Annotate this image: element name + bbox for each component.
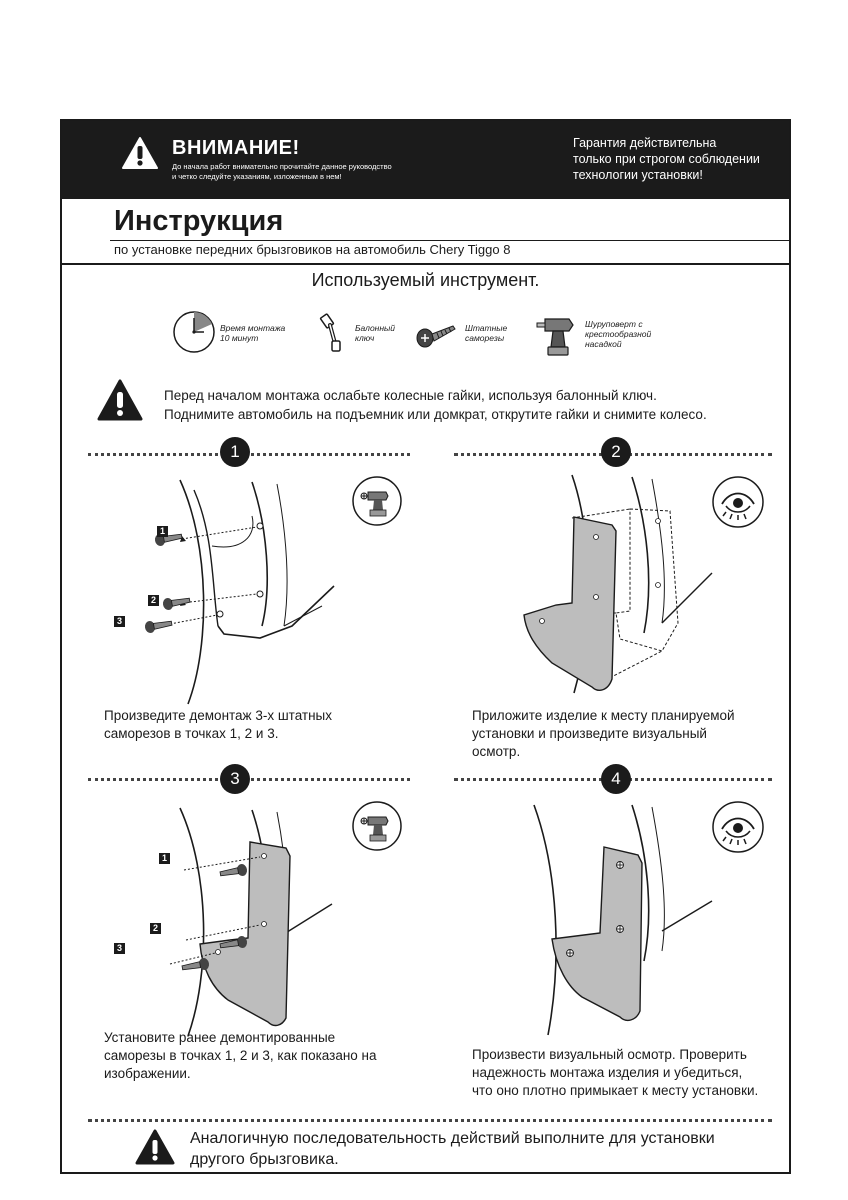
clock-icon [173,311,215,353]
step-1-illustration [144,479,335,705]
final-divider [88,1119,772,1122]
step-3-line-2: саморезы в точках 1, 2 и 3, как показано… [104,1048,377,1063]
screwdriver-drill-icon [536,318,574,356]
step-2-line-3: осмотр. [472,744,521,759]
tool-wrench-line-1: Балонный [355,323,396,333]
step-3-line-3: изображении. [104,1066,191,1081]
wheel-wrench-icon [319,313,341,352]
warning-title: ВНИМАНИЕ! [172,137,300,159]
step-2-line-2: установки и произведите визуальный [472,726,707,741]
pre-note: Перед началом монтажа ослабьте колесные … [164,386,707,424]
step-4-line-3: что оно плотно примыкает к месту установ… [472,1083,759,1098]
tool-screw-label: Штатные саморезы [465,323,507,343]
eye-icon [712,801,764,853]
document-subtitle: по установке передних брызговиков на авт… [114,242,511,257]
warning-triangle-icon [97,379,143,421]
guarantee-note: Гарантия действительна только при строго… [573,135,783,183]
header-divider [62,263,789,265]
point-2-label: 2 [150,923,161,934]
tool-time-label: Время монтажа 10 минут [220,323,285,343]
tool-screw-line-1: Штатные [465,323,508,333]
step-3-line-1: Установите ранее демонтированные [104,1030,336,1045]
step-4-text: Произвести визуальный осмотр. Проверить … [472,1046,758,1100]
tool-wrench-label: Балонный ключ [355,323,395,343]
document-title: Инструкция [114,205,284,237]
final-note-line-1: Аналогичную последовательность действий … [190,1130,715,1147]
final-note: Аналогичную последовательность действий … [190,1128,715,1170]
step-3-text: Установите ранее демонтированные саморез… [104,1029,377,1083]
warning-line-2: и четко следуйте указаниям, изложенным в… [172,172,342,181]
title-divider [110,240,789,241]
guarantee-line-1: Гарантия действительна [573,136,717,150]
final-note-line-2: другого брызговика. [190,1151,339,1168]
step-3-illustration [169,807,333,1037]
point-3-label: 3 [114,616,125,627]
tool-wrench-line-2: ключ [355,333,375,343]
tools-title: Используемый инструмент. [311,270,540,290]
step-4-illustration [533,804,713,1036]
tool-screw-line-2: саморезы [465,333,505,343]
step-3-badge: 3 [220,764,250,794]
guarantee-line-3: технологии установки! [573,168,703,182]
step-1-line-2: саморезов в точках 1, 2 и 3. [104,726,279,741]
step-1-badge: 1 [220,437,250,467]
pre-note-line-2: Поднимите автомобиль на подъемник или до… [164,407,707,422]
tool-drill-line-2: крестообразной [585,329,652,339]
warning-triangle-icon [135,1129,175,1165]
tool-time-line-2: 10 минут [220,333,259,343]
guarantee-line-2: только при строгом соблюдении [573,152,760,166]
drill-icon [352,476,402,526]
warning-triangle-icon [122,137,158,169]
step-1-text: Произведите демонтаж 3-х штатных саморез… [104,707,332,743]
eye-icon [712,476,764,528]
step-1-line-1: Произведите демонтаж 3-х штатных [104,708,333,723]
tool-drill-line-3: насадкой [585,339,622,349]
screw-icon [416,325,456,348]
step-2-text: Приложите изделие к месту планируемой ус… [472,707,735,761]
step-2-badge: 2 [601,437,631,467]
tool-drill-label: Шуруповерт с крестообразной насадкой [585,319,651,349]
drill-icon [352,801,402,851]
instruction-sheet: ВНИМАНИЕ! До начала работ внимательно пр… [60,119,791,1174]
warning-line-1: До начала работ внимательно прочитайте д… [172,162,392,171]
step-2-illustration [523,474,713,694]
point-1-label: 1 [157,526,168,537]
tool-drill-line-1: Шуруповерт с [585,319,643,329]
step-4-badge: 4 [601,764,631,794]
point-2-label: 2 [148,595,159,606]
warning-header: ВНИМАНИЕ! До начала работ внимательно пр… [62,121,789,199]
point-1-label: 1 [159,853,170,864]
step-4-line-2: надежность монтажа изделия и убедиться, [472,1065,743,1080]
point-3-label: 3 [114,943,125,954]
tool-time-line-1: Время монтажа [220,323,286,333]
step-4-line-1: Произвести визуальный осмотр. Проверить [472,1047,747,1062]
pre-note-line-1: Перед началом монтажа ослабьте колесные … [164,388,657,403]
step-2-line-1: Приложите изделие к месту планируемой [472,708,735,723]
